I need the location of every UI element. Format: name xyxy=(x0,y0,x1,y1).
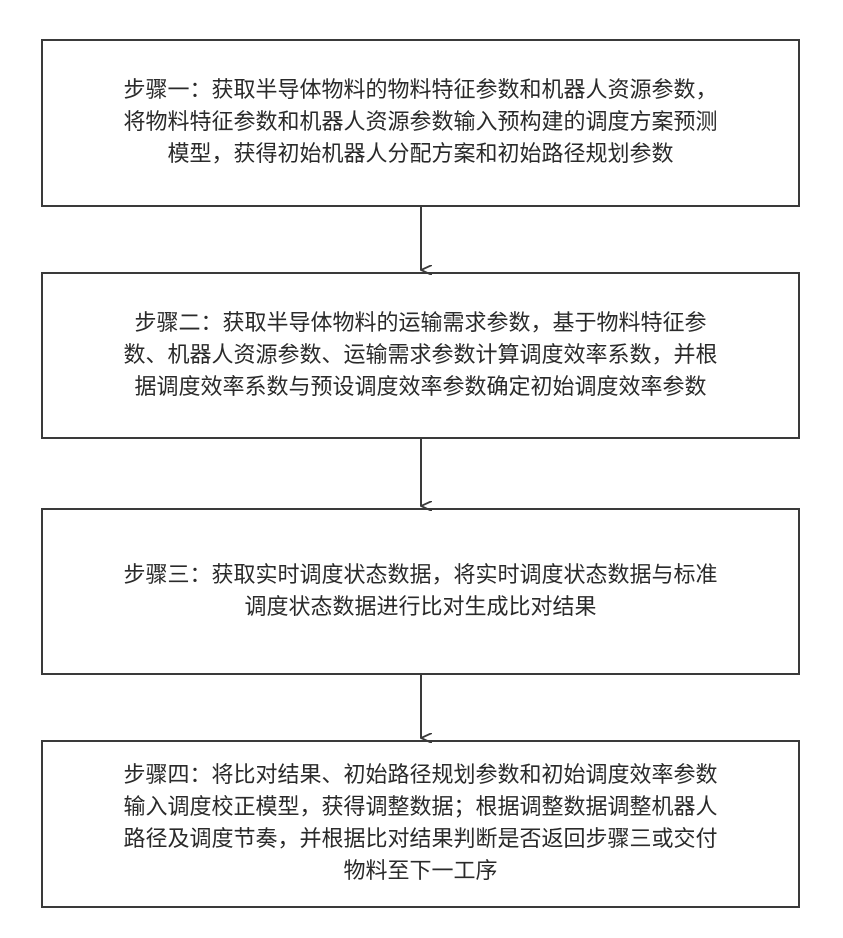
step-2-text: 步骤二：获取半导体物料的运输需求参数，基于物料特征参 数、机器人资源参数、运输需… xyxy=(123,308,717,404)
step-4-box: 步骤四：将比对结果、初始路径规划参数和初始调度效率参数 输入调度校正模型，获得调… xyxy=(41,740,800,908)
step-4-text: 步骤四：将比对结果、初始路径规划参数和初始调度效率参数 输入调度校正模型，获得调… xyxy=(123,760,717,888)
step-3-text: 步骤三：获取实时调度状态数据，将实时调度状态数据与标准 调度状态数据进行比对生成… xyxy=(123,560,717,624)
step-2-box: 步骤二：获取半导体物料的运输需求参数，基于物料特征参 数、机器人资源参数、运输需… xyxy=(41,272,800,439)
step-3-box: 步骤三：获取实时调度状态数据，将实时调度状态数据与标准 调度状态数据进行比对生成… xyxy=(41,508,800,675)
step-1-box: 步骤一：获取半导体物料的物料特征参数和机器人资源参数， 将物料特征参数和机器人资… xyxy=(41,39,800,207)
step-1-text: 步骤一：获取半导体物料的物料特征参数和机器人资源参数， 将物料特征参数和机器人资… xyxy=(123,75,717,171)
